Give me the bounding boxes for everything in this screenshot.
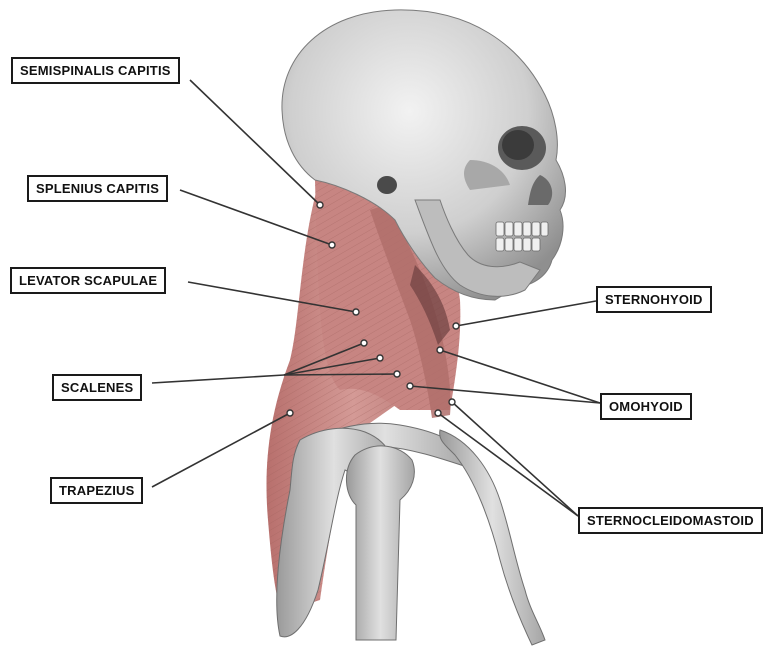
pin-dot [361,340,367,346]
label-semispinalis-capitis: SEMISPINALIS CAPITIS [11,57,180,84]
pin-dot [437,347,443,353]
pin-dot [329,242,335,248]
leader-line [456,301,596,326]
pin-dot [394,371,400,377]
label-scalenes: SCALENES [52,374,142,401]
pin-dot [317,202,323,208]
label-splenius-capitis: SPLENIUS CAPITIS [27,175,168,202]
leader-line [152,375,284,383]
label-sternohyoid: STERNOHYOID [596,286,712,313]
humerus [346,446,414,640]
pin-dot [449,399,455,405]
pin-dot [353,309,359,315]
pin-dot [453,323,459,329]
label-sternocleidomastoid: STERNOCLEIDOMASTOID [578,507,763,534]
label-trapezius: TRAPEZIUS [50,477,143,504]
label-omohyoid: OMOHYOID [600,393,692,420]
leader-line [180,190,332,245]
leader-line [284,374,397,375]
pin-dot [435,410,441,416]
pin-dot [287,410,293,416]
pin-dot [407,383,413,389]
label-levator-scapulae: LEVATOR SCAPULAE [10,267,166,294]
pin-dot [377,355,383,361]
